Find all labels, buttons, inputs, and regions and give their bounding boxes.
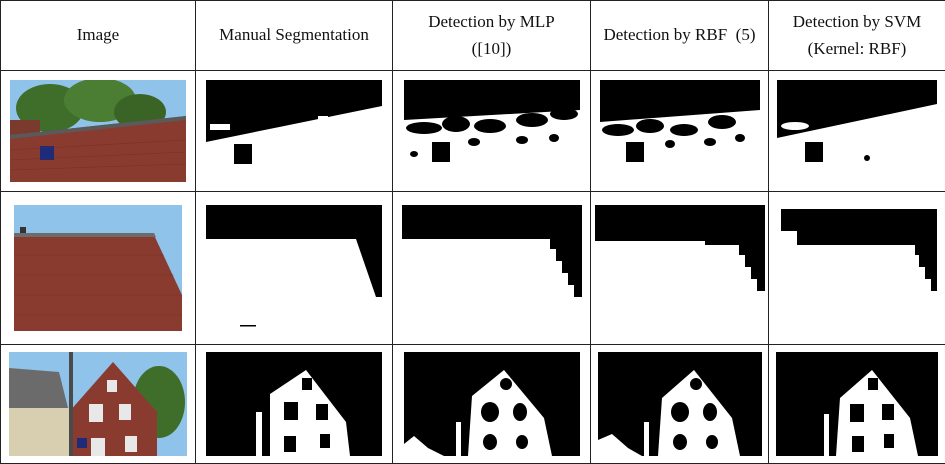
table-row: [1, 345, 945, 464]
header-image: Image: [1, 1, 196, 71]
mask-rbf: [600, 80, 760, 182]
header-manual: Manual Segmentation: [196, 1, 393, 71]
photo-cell: [1, 192, 196, 345]
mask-svm: [777, 80, 937, 182]
header-rbf: Detection by RBF (5): [591, 1, 769, 71]
mlp-mask-cell: [393, 71, 591, 192]
photo-brick-wall-trees: [10, 80, 186, 182]
table-row: [1, 192, 945, 345]
rbf-mask-cell: [591, 345, 769, 464]
header-row: Image Manual Segmentation Detection by M…: [1, 1, 945, 71]
svm-mask-cell: [769, 345, 945, 464]
header-mlp: Detection by MLP([10]): [393, 1, 591, 71]
rbf-mask-cell: [591, 71, 769, 192]
mask-mlp: [404, 80, 580, 182]
svm-mask-cell: [769, 71, 945, 192]
mask-svm: [776, 352, 938, 456]
photo-cell: [1, 345, 196, 464]
manual-mask-cell: [196, 192, 393, 345]
mlp-mask-cell: [393, 192, 591, 345]
photo-cell: [1, 71, 196, 192]
mlp-mask-cell: [393, 345, 591, 464]
mask-rbf: [598, 352, 762, 456]
mask-svm: [777, 205, 937, 331]
mask-rbf: [595, 205, 765, 331]
mask-manual: [206, 205, 382, 331]
table-row: [1, 71, 945, 192]
mask-mlp: [402, 205, 582, 331]
rbf-mask-cell: [591, 192, 769, 345]
mask-manual: [206, 352, 382, 456]
manual-mask-cell: [196, 345, 393, 464]
mask-mlp: [404, 352, 580, 456]
photo-house-facade: [9, 352, 187, 456]
photo-sloped-brick-wall: [14, 205, 182, 331]
manual-mask-cell: [196, 71, 393, 192]
header-svm: Detection by SVM(Kernel: RBF): [769, 1, 945, 71]
mask-manual: [206, 80, 382, 182]
svm-mask-cell: [769, 192, 945, 345]
